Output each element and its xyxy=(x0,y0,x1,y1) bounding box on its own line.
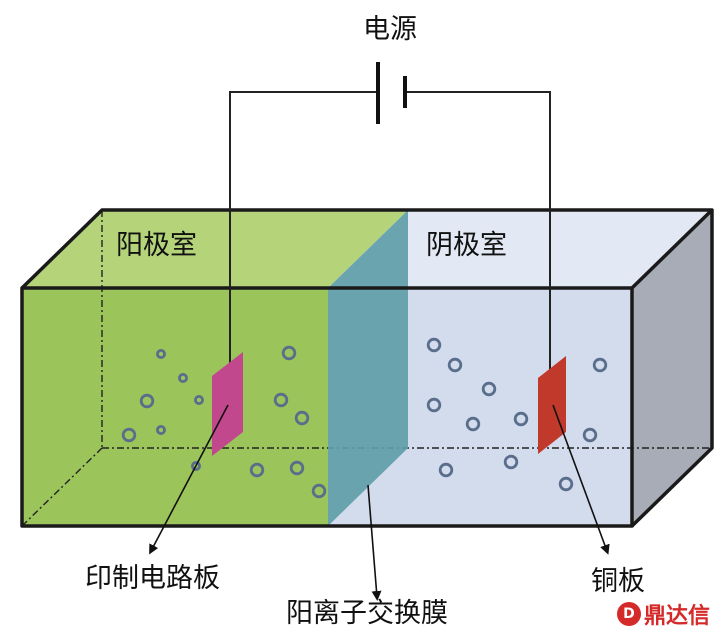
ion xyxy=(289,460,305,476)
ion xyxy=(249,462,265,478)
membrane-leader-arrow xyxy=(367,484,382,601)
ion xyxy=(426,337,442,353)
ion xyxy=(438,462,454,478)
watermark-text: 鼎达信 xyxy=(643,604,710,629)
pcb-electrode xyxy=(212,352,243,456)
anode-top-face xyxy=(22,210,408,288)
ion xyxy=(121,427,137,443)
copper-leader-arrow xyxy=(552,404,610,555)
ion xyxy=(592,357,608,373)
right-side-face xyxy=(632,210,712,526)
anode-front-face xyxy=(22,288,328,526)
ion xyxy=(190,460,201,471)
ion xyxy=(426,397,442,413)
ion xyxy=(465,416,481,432)
ion xyxy=(155,348,166,359)
cathode-top-face xyxy=(328,210,712,288)
ion xyxy=(155,424,166,435)
ion xyxy=(294,410,310,426)
ion xyxy=(513,411,529,427)
ions xyxy=(121,337,608,499)
ion xyxy=(481,381,497,397)
ion xyxy=(177,372,188,383)
pcb-label: 印制电路板 xyxy=(85,563,220,594)
battery-icon xyxy=(376,62,407,124)
anode-chamber-label: 阳极室 xyxy=(116,230,197,261)
watermark-logo-icon: D xyxy=(616,602,641,626)
copper-plate-label: 铜板 xyxy=(591,566,645,597)
ion xyxy=(273,392,289,408)
cathode-chamber-label: 阴极室 xyxy=(426,230,507,261)
ion xyxy=(503,454,519,470)
box-outline xyxy=(20,208,714,528)
ion xyxy=(558,476,574,492)
power-source-label: 电源 xyxy=(363,14,417,45)
copper-electrode xyxy=(538,356,566,454)
ion xyxy=(281,345,297,361)
ion xyxy=(193,394,204,405)
watermark: D 鼎达信 xyxy=(616,598,710,630)
ion xyxy=(139,393,155,409)
wires xyxy=(229,91,551,382)
ion xyxy=(311,483,327,499)
ion xyxy=(447,357,463,373)
pcb-leader-arrow xyxy=(149,404,229,555)
leader-lines xyxy=(149,404,610,601)
membrane-label: 阳离子交换膜 xyxy=(286,598,448,629)
ion xyxy=(582,427,598,443)
